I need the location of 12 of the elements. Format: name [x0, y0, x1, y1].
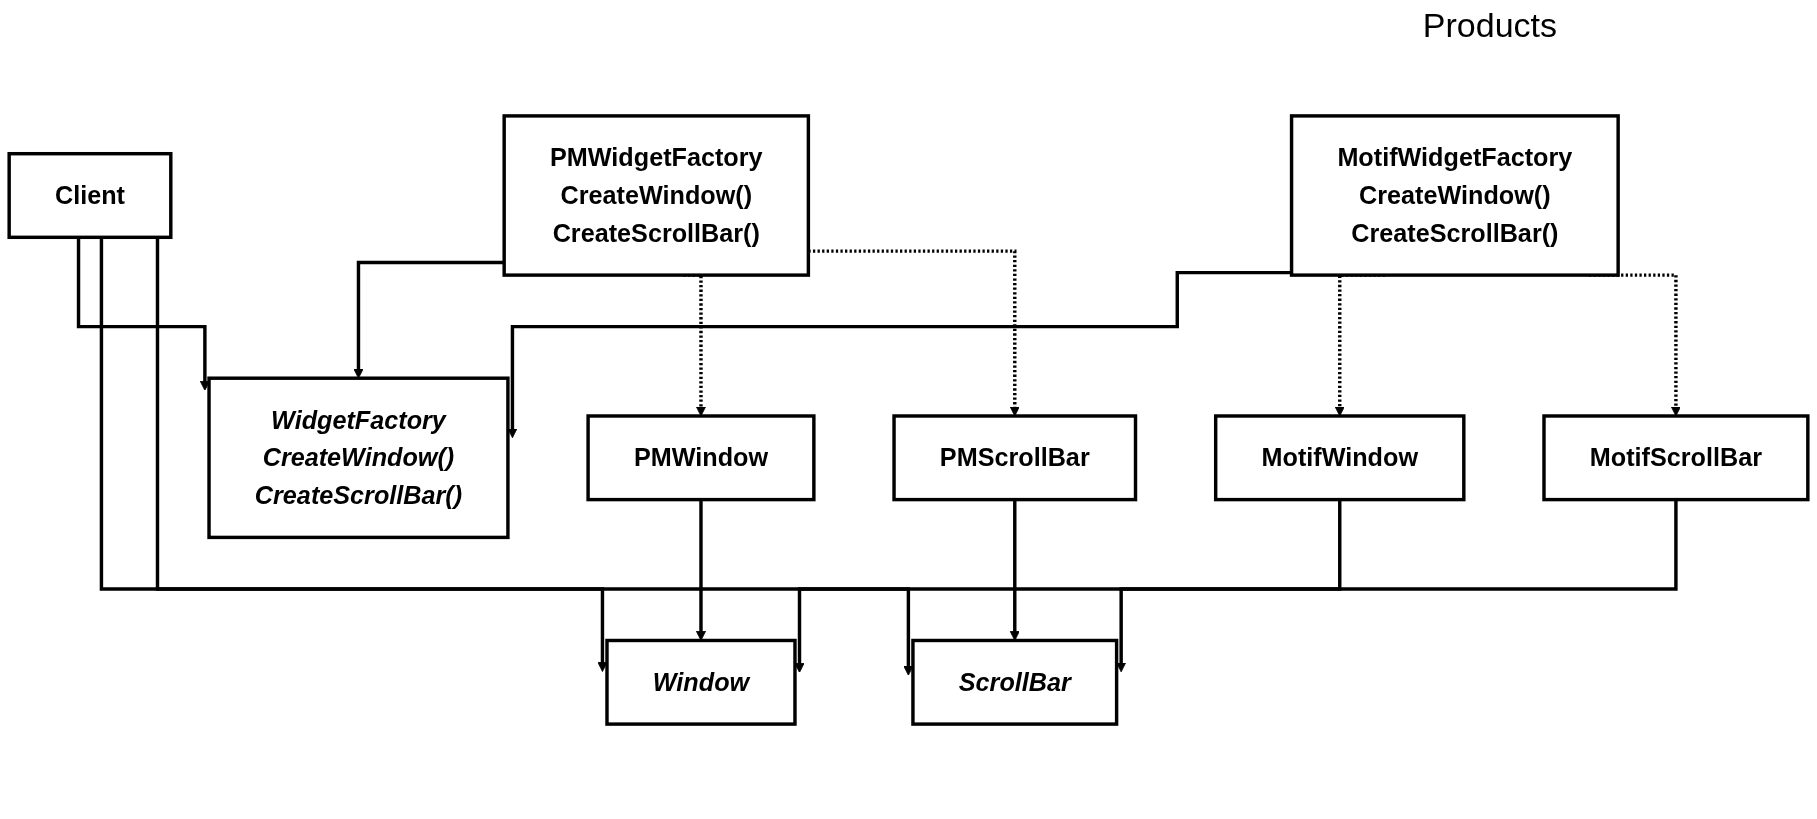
node-box: PMScrollBar	[892, 414, 1138, 502]
node-box: Window	[605, 638, 797, 726]
heading-label: Products	[1422, 6, 1557, 45]
node-box: MotifScrollBar	[1542, 414, 1810, 502]
node-box: Client	[7, 152, 173, 240]
node-box: MotifWidgetFactory CreateWindow() CreateScrollBar()	[1289, 114, 1620, 277]
node-box: PMWidgetFactory CreateWindow() CreateScrollBar()	[502, 114, 811, 277]
node-box: MotifWindow	[1213, 414, 1466, 502]
node-box: PMWindow	[586, 414, 816, 502]
node-box: ScrollBar	[911, 638, 1119, 726]
arrow	[507, 270, 1292, 439]
node-box: WidgetFactory CreateWindow() CreateScrollBar()	[207, 376, 510, 540]
